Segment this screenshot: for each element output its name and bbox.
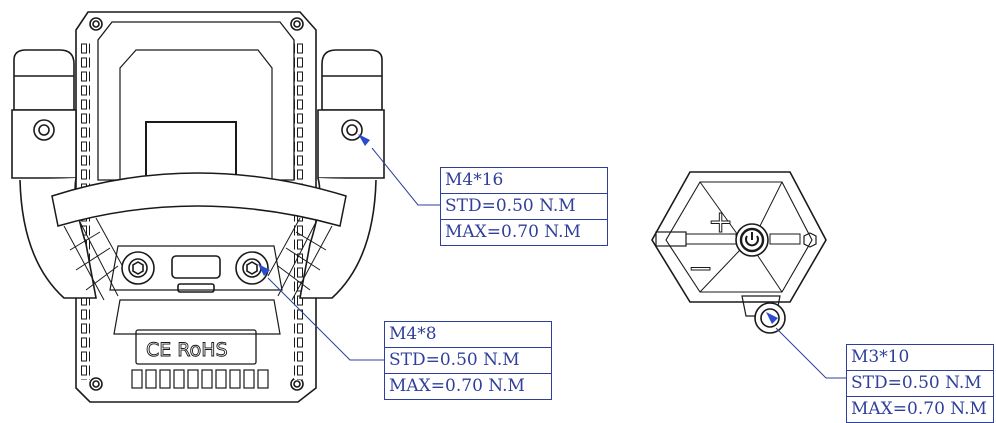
- torque-callout-m4x8: M4*8 STD=0.50 N.M MAX=0.70 N.M: [384, 321, 552, 400]
- lattice: [63, 217, 333, 301]
- callout-max-torque: MAX=0.70 N.M: [445, 222, 581, 242]
- right-bracket: [299, 49, 385, 299]
- fins-bottom: [131, 369, 269, 389]
- plus-button-symbol: +: [708, 205, 733, 240]
- arrow-head: [258, 264, 270, 276]
- top-plate: [97, 21, 295, 181]
- mounting-strap: [51, 172, 347, 227]
- connector-slot: [171, 255, 221, 279]
- callout-std-torque: STD=0.50 N.M: [847, 371, 993, 397]
- callout-std-torque: STD=0.50 N.M: [441, 194, 607, 220]
- callout-std-torque: STD=0.50 N.M: [385, 348, 551, 374]
- minus-button-symbol: −: [688, 251, 713, 286]
- torque-callout-m3x10: M3*10 STD=0.50 N.M MAX=0.70 N.M: [846, 344, 994, 423]
- remote-control: [651, 171, 827, 334]
- corner-screws: [89, 17, 304, 391]
- remote-end-cap: [803, 232, 817, 248]
- arrow-head: [358, 134, 370, 146]
- certification-marking: CE RoHS: [146, 339, 228, 361]
- leader-arrows: [258, 134, 778, 324]
- callout-spec: M4*16: [441, 168, 607, 194]
- callout-spec: M4*8: [385, 322, 551, 348]
- arrow-head: [766, 312, 778, 324]
- power-icon: [745, 235, 759, 247]
- callout-spec: M3*10: [847, 345, 993, 371]
- callout-max-torque: MAX=0.70 N.M: [851, 399, 987, 419]
- controller-unit: [11, 11, 385, 403]
- power-button: [735, 223, 769, 257]
- callout-max-torque: MAX=0.70 N.M: [389, 376, 525, 396]
- torque-callout-m4x16: M4*16 STD=0.50 N.M MAX=0.70 N.M: [440, 167, 608, 246]
